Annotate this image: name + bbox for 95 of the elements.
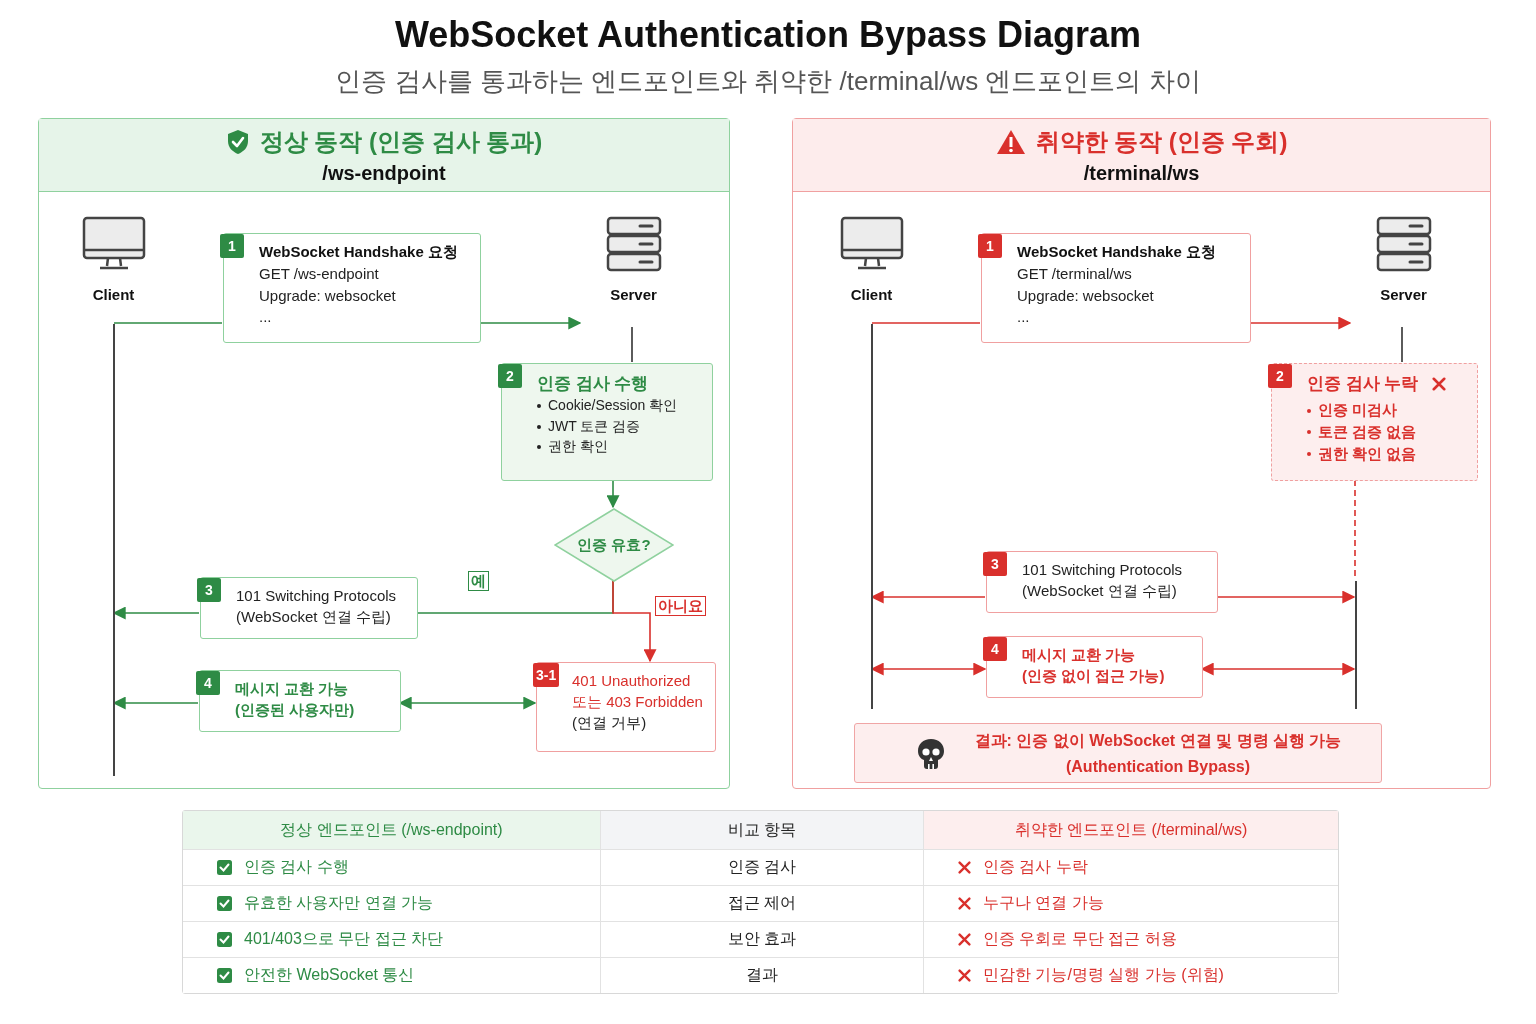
step-box [199,670,401,732]
panel [792,118,1491,789]
arrow [1249,316,1352,330]
cell-text: 결과 [746,965,778,985]
step-text: 101 Switching Protocols [236,587,398,606]
step-text: (WebSocket 연결 수립) [236,607,392,627]
step-text: ... [1017,308,1031,327]
step-number-badge: 1 [978,234,1002,258]
panel-subtitle: /ws-endpoint [322,161,446,185]
step-heading: 인증 검사 누락 [1307,373,1419,395]
step-number-badge: 3-1 [533,663,560,687]
step-heading: 인증 검사 수행 [537,373,650,395]
step-text: 101 Switching Protocols [1022,561,1184,580]
actor-label: Server [610,286,657,303]
step-text: 메시지 교환 가능 [1022,646,1137,665]
step-box [501,363,713,481]
step-text: 401 Unauthorized [572,672,692,691]
step-heading: WebSocket Handshake 요청 [1017,243,1217,262]
step-number-badge: 2 [498,364,522,388]
step-box [1271,363,1478,481]
cell-text: 누구나 연결 가능 [983,893,1104,913]
bullet-item: 권한 확인 [537,438,704,456]
step-text: (연결 거부) [572,713,648,733]
cell-text: 유효한 사용자만 연결 가능 [244,893,434,913]
bullet-item: 토큰 검증 없음 [1307,423,1469,442]
cell-text: 안전한 WebSocket 통신 [244,965,415,985]
panel-subtitle: /terminal/ws [1083,161,1200,185]
step-number-badge: 4 [983,637,1007,661]
step-box [986,551,1218,613]
step-text: GET /terminal/ws [1017,264,1133,284]
step-number-badge: 2 [1268,364,1292,388]
edge-label: 아니요 [655,596,706,616]
panel [38,118,730,789]
cell-text: 인증 검사 [727,857,797,877]
diagram-subtitle: 인증 검사를 통과하는 엔드포인트와 취약한 /terminal/ws 엔드포인트의 차이 [334,65,1202,98]
connector-line [1401,326,1403,363]
cell-text: 인증 우회로 무단 접근 허용 [983,929,1177,949]
arrow [112,696,199,710]
step-text: Upgrade: websocket [259,286,397,306]
step-text: 메시지 교환 가능 [235,680,350,699]
actor-label: Client [850,286,893,303]
step-heading: WebSocket Handshake 요청 [259,243,459,262]
panel-title: 취약한 동작 (인증 우회) [1035,126,1288,157]
step-number-badge: 1 [220,234,244,258]
diagram-title: WebSocket Authentication Bypass Diagram [393,14,1143,56]
lifeline [113,324,115,776]
arrow [612,580,657,663]
result-text: 결과: 인증 없이 WebSocket 연결 및 명령 실행 가능 [974,730,1342,751]
lifeline [1355,581,1357,709]
lifeline [871,324,873,709]
step-text: 또는 403 Forbidden [572,692,704,712]
cell-text: 접근 제어 [727,893,797,913]
actor-label: Client [92,286,135,303]
step-box [536,662,716,752]
panel-title: 정상 동작 (인증 검사 통과) [259,126,543,157]
result-text: (Authentication Bypass) [1066,757,1250,776]
edge-label: 예 [468,571,489,591]
arrow [606,479,620,509]
step-text: (WebSocket 연결 수립) [1022,581,1178,601]
cell-text: 취약한 엔드포인트 (/terminal/ws) [1014,819,1248,840]
connector-line [871,322,981,324]
cell-text: 정상 엔드포인트 (/ws-endpoint) [280,819,503,840]
step-number-badge: 3 [983,552,1007,576]
actor-label: Server [1380,286,1427,303]
arrow [870,590,986,604]
bullet-item: 권한 확인 없음 [1307,444,1469,464]
step-text: ... [259,308,273,327]
cell-text: 401/403으로 무단 접근 차단 [244,929,444,949]
step-text: (인증 없이 접근 가능) [1022,666,1166,686]
step-text: Upgrade: websocket [1017,286,1155,306]
connector-line [631,326,633,363]
cell-text: 보안 효과 [727,929,797,949]
step-text: GET /ws-endpoint [259,264,380,284]
decision-diamond [554,508,674,582]
step-box [986,636,1203,698]
cell-text: 인증 검사 수행 [244,857,349,877]
step-number-badge: 4 [196,671,220,695]
cell-text: 민감한 기능/명령 실행 가능 (위험) [983,965,1224,985]
step-number-badge: 3 [197,578,221,602]
result-banner [854,723,1382,783]
bullet-item: 인증 미검사 [1307,401,1469,420]
step-text: (인증된 사용자만) [235,700,356,720]
arrow [870,662,987,676]
bullet-item: Cookie/Session 확인 [537,397,704,415]
cell-text: 인증 검사 누락 [983,857,1088,877]
step-box [200,577,418,639]
arrow [1216,590,1356,604]
cell-text: 비교 항목 [727,819,797,840]
arrow [112,606,200,620]
decision-label: 인증 유효? [577,535,651,555]
step-box [981,233,1251,343]
bullet-item: JWT 토큰 검증 [537,417,704,436]
step-box [223,233,481,343]
connector-line [113,322,223,324]
arrow [479,316,582,330]
